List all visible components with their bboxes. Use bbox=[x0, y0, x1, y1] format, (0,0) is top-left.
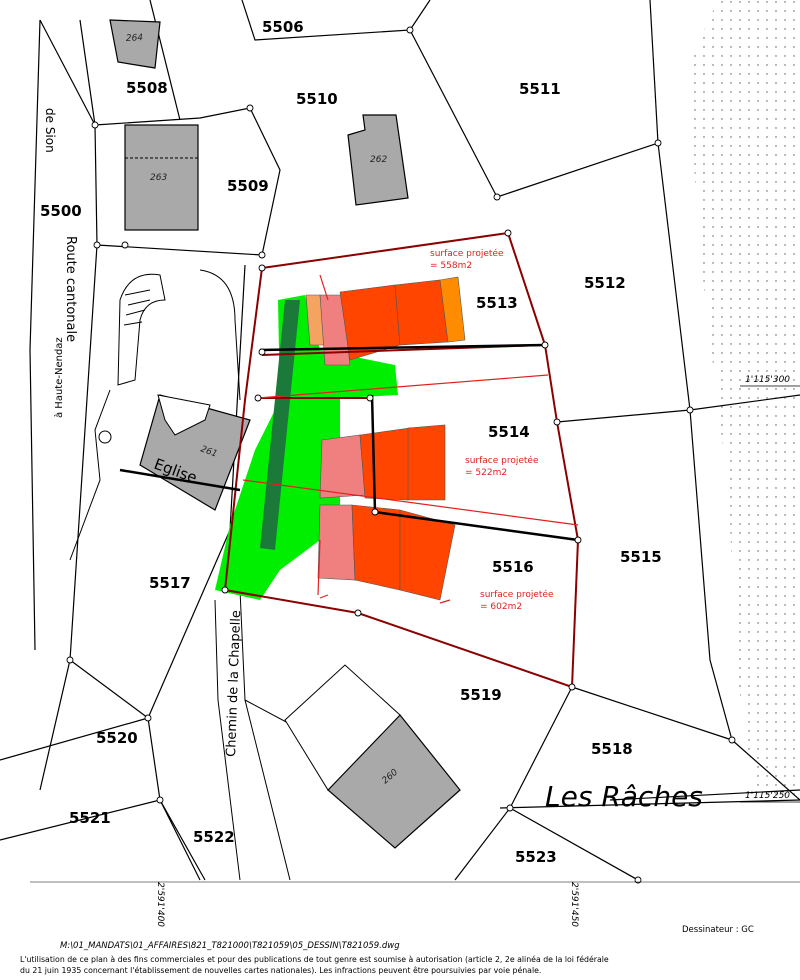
surface-label-1: surface projetée bbox=[430, 248, 504, 259]
black-heavy-lines bbox=[119, 343, 579, 542]
parcel-5516: 5516 bbox=[492, 558, 534, 576]
parcel-5508: 5508 bbox=[126, 79, 168, 97]
surface-label-2: surface projetée bbox=[465, 455, 539, 466]
building-outline-1 bbox=[284, 664, 401, 791]
parcel-5510: 5510 bbox=[296, 90, 338, 108]
coord-x-2: 2'591'450 bbox=[569, 882, 579, 927]
boundary-points bbox=[66, 26, 736, 884]
parcel-5500: 5500 bbox=[40, 202, 82, 220]
parcel-boundaries bbox=[0, 0, 800, 881]
parcel-5509: 5509 bbox=[227, 177, 269, 195]
green-strip bbox=[260, 300, 300, 550]
road-label-chemin-de-la-chapelle: Chemin de la Chapelle bbox=[224, 610, 244, 757]
parcel-5513: 5513 bbox=[476, 294, 518, 312]
parcel-5512: 5512 bbox=[584, 274, 626, 292]
copyright-notice-2: du 21 juin 1935 concernant l'établisseme… bbox=[20, 966, 541, 975]
parcel-labels: 5506 5508 5510 5511 5509 5500 5513 5512 … bbox=[40, 18, 662, 866]
building-262 bbox=[347, 114, 409, 206]
church-outline bbox=[157, 394, 211, 436]
parcel-5514: 5514 bbox=[488, 423, 530, 441]
green-zone bbox=[215, 295, 398, 600]
projected-buildings bbox=[305, 276, 466, 601]
building-label-262: 262 bbox=[370, 155, 387, 165]
coord-y-1: 1'115'300 bbox=[745, 375, 790, 385]
surface-annotations: surface projetée = 558m2 surface projeté… bbox=[430, 248, 554, 612]
parcel-5522: 5522 bbox=[193, 828, 235, 846]
designer-label: Dessinateur : GC bbox=[682, 925, 754, 935]
parcel-5520: 5520 bbox=[96, 729, 138, 747]
place-label-les-raches: Les Râches bbox=[545, 780, 703, 813]
copyright-notice-1: L'utilisation de ce plan à des fins comm… bbox=[20, 955, 609, 964]
parcel-5523: 5523 bbox=[515, 848, 557, 866]
coord-y-2: 1'115'250 bbox=[745, 791, 790, 801]
road-label-de-sion: de Sion bbox=[43, 108, 57, 153]
parcel-5521: 5521 bbox=[69, 809, 111, 827]
surface-value-1: = 558m2 bbox=[430, 261, 472, 271]
file-path: M:\01_MANDATS\01_AFFAIRES\821_T821000\T8… bbox=[60, 941, 400, 951]
building-label-264: 264 bbox=[126, 33, 144, 44]
parcel-5515: 5515 bbox=[620, 548, 662, 566]
parcel-5511: 5511 bbox=[519, 80, 561, 98]
surface-value-2: = 522m2 bbox=[465, 468, 507, 478]
building-264 bbox=[109, 19, 161, 69]
surface-value-3: = 602m2 bbox=[480, 602, 522, 612]
building-label-263: 263 bbox=[150, 173, 167, 183]
road-label-route-cantonale: Route cantonale bbox=[63, 236, 78, 342]
parcel-5506: 5506 bbox=[262, 18, 304, 36]
road-label-haute-nendaz: à Haute-Nendaz bbox=[53, 337, 65, 418]
surface-label-3: surface projetée bbox=[480, 589, 554, 600]
red-lines bbox=[242, 274, 579, 604]
coord-x-1: 2'591'400 bbox=[155, 882, 165, 927]
building-263 bbox=[124, 124, 199, 231]
staircase bbox=[69, 269, 241, 561]
parcel-5518: 5518 bbox=[591, 740, 633, 758]
dotted-zone bbox=[690, 0, 800, 800]
parcel-5519: 5519 bbox=[460, 686, 502, 704]
parcel-5517: 5517 bbox=[149, 574, 191, 592]
